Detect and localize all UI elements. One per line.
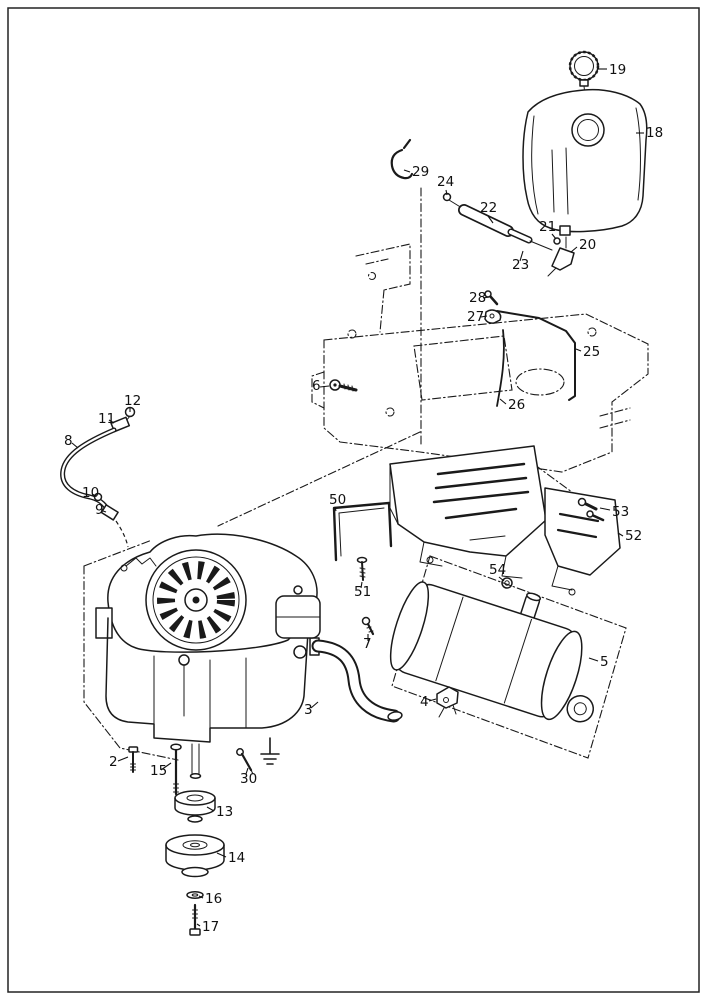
muffler-illustration: [389, 581, 595, 723]
part-number-18: 18: [646, 125, 663, 141]
leader-line-2: [117, 756, 129, 762]
part-number-6: 6: [312, 378, 321, 394]
part-number-24: 24: [437, 174, 454, 190]
leader-line-30: [245, 767, 249, 775]
wire-guard-illustration: [332, 501, 393, 562]
leader-line-14: [216, 852, 227, 858]
ground-symbol: [260, 737, 280, 765]
fuel-filter-line-illustration: [442, 192, 575, 277]
part-number-7: 7: [363, 636, 372, 652]
fuel-tank-illustration: [522, 88, 648, 236]
part-number-23: 23: [512, 257, 529, 273]
part-number-11: 11: [98, 411, 115, 427]
part-number-16: 16: [205, 891, 222, 907]
crankshaft-stub: [189, 743, 202, 779]
leader-line-50: [334, 506, 337, 512]
part-number-20: 20: [579, 237, 596, 253]
part-number-13: 13: [216, 804, 233, 820]
clamp-ring-illustration: [390, 138, 414, 180]
bolt-51-illustration: [356, 556, 368, 581]
part-number-52: 52: [625, 528, 642, 544]
leader-line-27: [480, 315, 488, 318]
bolt-7-illustration: [361, 616, 375, 636]
part-number-27: 27: [467, 309, 484, 325]
part-number-4: 4: [420, 694, 429, 710]
part-number-21: 21: [539, 219, 556, 235]
wire-illustration: [496, 329, 505, 407]
clip-and-screw-illustration: [484, 290, 502, 324]
leader-line-9: [102, 510, 107, 513]
part-number-26: 26: [508, 397, 525, 413]
part-number-28: 28: [469, 290, 486, 306]
leader-line-17: [196, 923, 201, 927]
leader-line-3: [310, 701, 319, 709]
bolt-15-illustration: [170, 743, 182, 796]
page-border-frame: [7, 7, 700, 993]
part-number-30: 30: [240, 771, 257, 787]
part-number-54: 54: [489, 562, 506, 578]
leader-line-22: [487, 215, 494, 224]
guide-rod-illustration: [496, 310, 576, 401]
fuel-hose-illustration: [60, 406, 136, 548]
leader-line-13: [206, 806, 215, 812]
leader-line-6: [319, 385, 330, 388]
part-number-14: 14: [228, 850, 245, 866]
part-number-2: 2: [109, 754, 118, 770]
leader-line-54: [498, 576, 505, 582]
bolt-6-illustration: [329, 379, 358, 392]
part-number-29: 29: [412, 164, 429, 180]
part-number-51: 51: [354, 584, 371, 600]
part-number-19: 19: [609, 62, 626, 78]
leader-line-53: [599, 507, 611, 511]
part-number-8: 8: [64, 433, 73, 449]
leader-line-20: [570, 246, 578, 253]
screw-30-illustration: [236, 748, 254, 775]
clamp-illustration: [436, 686, 459, 718]
part-number-17: 17: [202, 919, 219, 935]
pulley-14-illustration: [165, 834, 225, 878]
bolt-2-illustration: [128, 746, 139, 773]
part-number-10: 10: [82, 485, 99, 501]
pulley-13-illustration: [174, 790, 216, 823]
leader-line-8: [71, 442, 79, 449]
part-number-25: 25: [583, 344, 600, 360]
part-number-12: 12: [124, 393, 141, 409]
leader-line-11: [108, 419, 115, 424]
chassis-frame-illustration: [217, 187, 649, 527]
part-number-3: 3: [304, 702, 313, 718]
leader-line-21: [551, 233, 557, 240]
leader-line-16: [198, 895, 204, 899]
leader-line-52: [617, 532, 624, 537]
exhaust-pipe-illustration: [309, 637, 403, 723]
leader-line-4: [428, 698, 437, 702]
leader-line-15: [160, 762, 172, 771]
part-number-5: 5: [600, 654, 609, 670]
engine-illustration: [95, 533, 321, 743]
leader-line-5: [588, 657, 599, 662]
leader-line-26: [499, 398, 507, 405]
part-number-53: 53: [612, 504, 629, 520]
leader-line-24: [445, 189, 448, 196]
leader-line-23: [519, 250, 524, 262]
leader-line-29: [403, 169, 411, 173]
fuel-cap-illustration: [568, 50, 600, 114]
part-number-22: 22: [480, 200, 497, 216]
bolt-17-illustration: [189, 903, 201, 936]
part-number-9: 9: [95, 502, 104, 518]
leader-line-28: [482, 296, 490, 299]
muffler-dashed-outline: [391, 555, 627, 759]
part-number-50: 50: [329, 492, 346, 508]
bracket-shield-illustration: [544, 487, 621, 596]
part-number-15: 15: [150, 763, 167, 779]
leader-line-25: [575, 348, 582, 352]
engine-dashed-outline: [83, 539, 179, 761]
leader-line-51: [360, 581, 363, 589]
heat-shield-illustration: [389, 445, 547, 579]
leader-line-10: [91, 493, 97, 497]
